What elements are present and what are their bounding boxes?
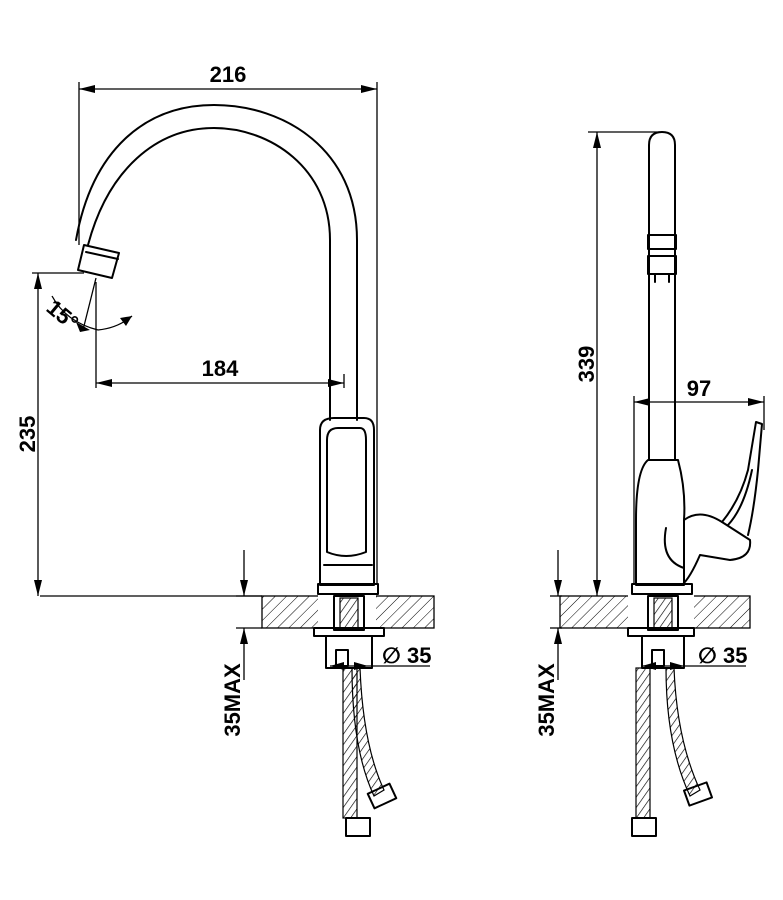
side-spout [647,131,677,461]
dim-label-side-hole: ∅ 35 [698,643,747,668]
side-view: 339 97 35MAX ∅ 35 [534,131,765,837]
dim-label-184: 184 [202,356,239,381]
side-dim-339: 339 [574,131,660,596]
side-faucet-body [631,459,752,595]
dim-label-front-35max: 35MAX [220,663,245,737]
side-dim-diameter: ∅ 35 [642,643,747,670]
front-dim-35max: 35MAX [220,550,262,737]
side-mounting-hardware [627,595,714,837]
front-faucet-body [317,417,379,595]
dim-label-97: 97 [687,376,711,401]
front-view: 216 184 235 15° [15,62,435,837]
side-handle-lever [721,421,763,536]
dim-label-235: 235 [15,416,40,453]
dim-label-216: 216 [210,62,247,87]
side-dim-35max: 35MAX [534,550,562,737]
side-dim-97: 97 [633,376,765,585]
dim-label-339: 339 [574,346,599,383]
front-dim-216: 216 [78,62,378,585]
front-gooseneck-spout [75,104,358,421]
dim-label-side-35max: 35MAX [534,663,559,737]
dim-label-front-hole: ∅ 35 [382,643,431,668]
front-dim-184: 184 [95,282,345,388]
front-dim-angle: 15° [42,277,133,336]
front-dim-diameter: ∅ 35 [330,643,431,670]
front-countertop [40,592,435,632]
dim-label-angle: 15° [42,295,84,336]
front-dim-235: 235 [15,272,84,596]
